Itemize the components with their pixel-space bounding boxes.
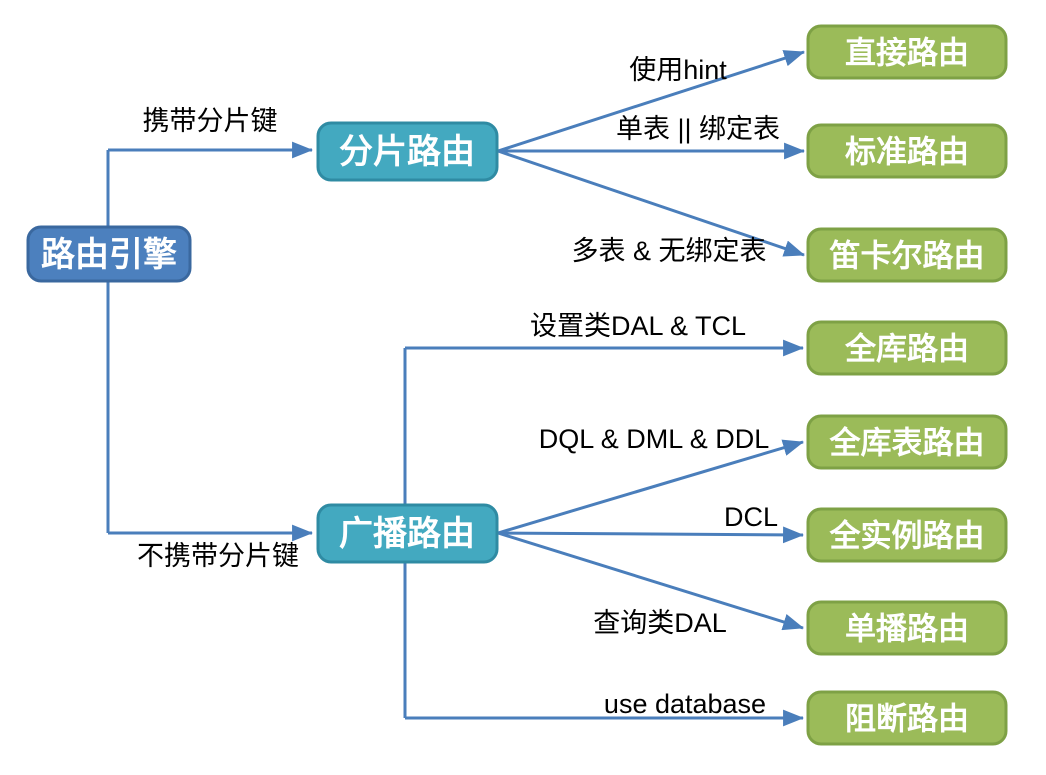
node-full-db-route: 全库路由 <box>806 320 1008 376</box>
node-block-route-label: 阻断路由 <box>845 702 969 737</box>
node-direct-route-label: 直接路由 <box>845 36 969 71</box>
edge-label-multi-and-no-binding-table: 多表 & 无绑定表 <box>571 236 766 266</box>
edge-label-single-or-binding-table: 单表 || 绑定表 <box>616 114 780 144</box>
node-standard-route: 标准路由 <box>806 123 1008 179</box>
node-cartesian-route-box <box>806 227 1008 283</box>
node-unicast-route-label: 单播路由 <box>845 612 969 647</box>
node-full-instance-route-label: 全实例路由 <box>829 519 985 554</box>
node-cartesian-route-label: 笛卡尔路由 <box>829 239 985 274</box>
node-broadcast-route-label: 广播路由 <box>339 515 475 553</box>
node-full-instance-route: 全实例路由 <box>806 507 1008 563</box>
edge-broadcast-to-full-db-table <box>497 439 805 535</box>
edge-broadcast-to-full-instance <box>497 526 805 544</box>
node-broadcast-route: 广播路由 <box>316 503 499 564</box>
node-routing-engine: 路由引擎 <box>26 225 192 283</box>
node-broadcast-route-box <box>316 503 499 564</box>
edge-label-use-database: use database <box>604 689 766 719</box>
edge-broadcast-to-unicast <box>497 531 805 631</box>
edge-sharding-to-cartesian <box>497 149 805 257</box>
node-direct-route-box <box>806 24 1008 80</box>
node-unicast-route-box <box>806 600 1008 656</box>
node-full-db-route-box <box>806 320 1008 376</box>
edge-label-dql-dml-ddl: DQL & DML & DDL <box>539 424 770 454</box>
node-block-route-box <box>806 690 1008 746</box>
node-cartesian-route: 笛卡尔路由 <box>806 227 1008 283</box>
node-standard-route-label: 标准路由 <box>845 135 969 170</box>
edge-label-use-hint: 使用hint <box>629 55 727 85</box>
node-sharding-route: 分片路由 <box>316 121 499 182</box>
node-full-db-route-label: 全库路由 <box>844 332 969 367</box>
node-routing-engine-label: 路由引擎 <box>41 236 177 274</box>
edge-label-dcl: DCL <box>724 502 778 532</box>
node-unicast-route: 单播路由 <box>806 600 1008 656</box>
node-routing-engine-box <box>26 225 192 283</box>
node-full-db-table-route-label: 全库表路由 <box>829 426 985 461</box>
node-full-instance-route-box <box>806 507 1008 563</box>
edge-label-with-sharding-key: 携带分片键 <box>143 106 278 136</box>
connectors <box>106 50 806 727</box>
node-block-route: 阻断路由 <box>806 690 1008 746</box>
node-direct-route: 直接路由 <box>806 24 1008 80</box>
edge-sharding-to-direct <box>497 50 805 153</box>
node-full-db-table-route: 全库表路由 <box>806 414 1008 470</box>
node-sharding-route-box <box>316 121 499 182</box>
edge-labels: 携带分片键 不携带分片键 使用hint 单表 || 绑定表 多表 & 无绑定表 … <box>137 55 780 719</box>
edge-label-without-sharding-key: 不携带分片键 <box>137 541 299 571</box>
node-standard-route-box <box>806 123 1008 179</box>
edge-label-query-dal: 查询类DAL <box>593 608 727 638</box>
nodes: 路由引擎 分片路由 广播路由 直接路由 标准路由 笛卡尔路由 全库路由 <box>26 24 1008 746</box>
node-full-db-table-route-box <box>806 414 1008 470</box>
edge-label-dal-tcl: 设置类DAL & TCL <box>530 311 746 341</box>
node-sharding-route-label: 分片路由 <box>339 133 475 171</box>
